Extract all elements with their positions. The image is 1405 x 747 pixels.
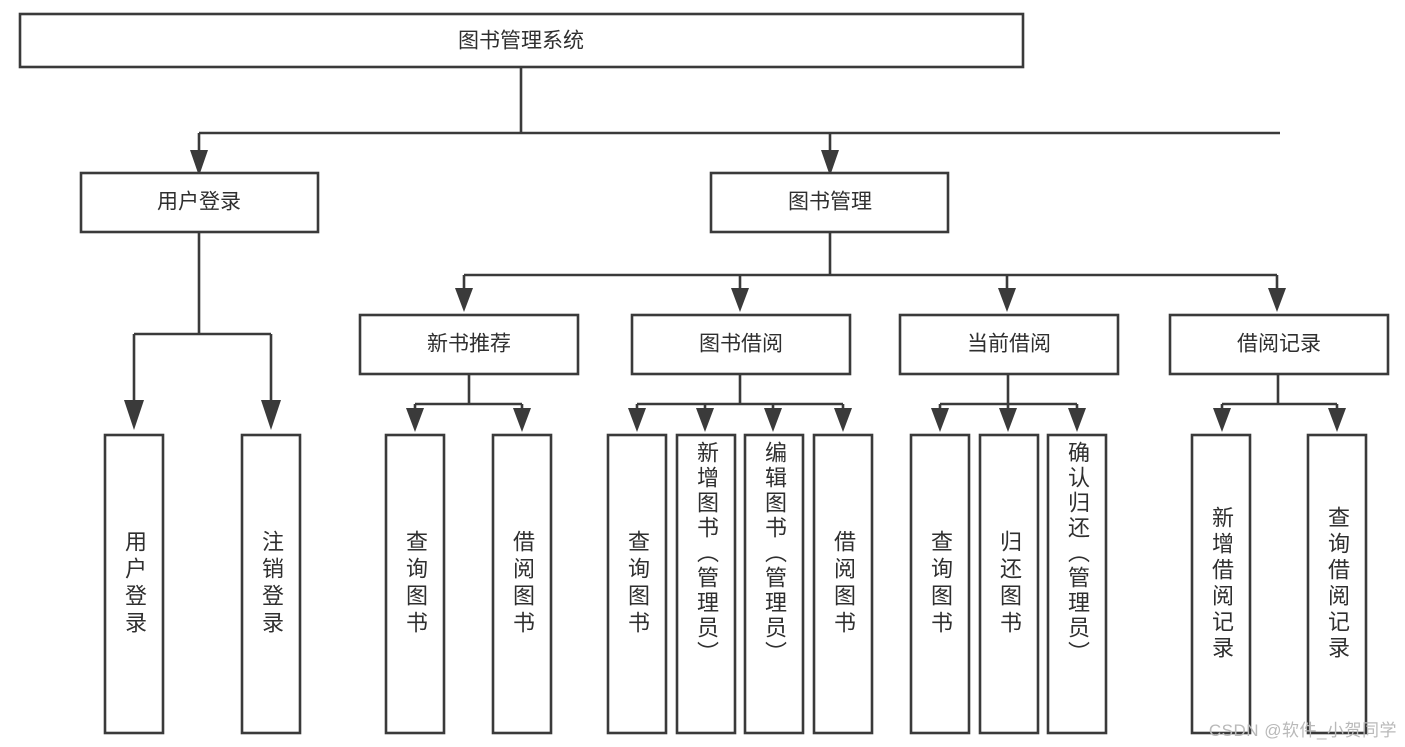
- leaf-user-login-logout-label: 注销登录: [259, 530, 284, 638]
- leaf-bookborrow-add-label: 新增图书（管理员）: [694, 441, 719, 666]
- leaf-borrowrecord-add-label: 新增借阅记录: [1209, 506, 1234, 662]
- node-current-borrow[interactable]: 当前借阅: [898, 313, 1120, 376]
- leaf-user-login-logout-label-wrap: 注销登录: [242, 435, 300, 733]
- leaf-newbook-borrow[interactable]: [491, 433, 553, 735]
- leaf-bookborrow-add[interactable]: [675, 433, 737, 735]
- connector-userlogin-to-leaves: [124, 232, 281, 430]
- leaf-currentborrow-query-label-wrap: 查询图书: [911, 435, 969, 733]
- node-root-system[interactable]: 图书管理系统: [18, 12, 1025, 69]
- node-book-borrow[interactable]: 图书借阅: [630, 313, 852, 376]
- node-borrow-record-label: 借阅记录: [1237, 333, 1321, 356]
- leaf-bookborrow-query-label-wrap: 查询图书: [608, 435, 666, 733]
- leaf-user-login-login-label-wrap: 用户登录: [105, 435, 163, 733]
- leaf-newbook-query[interactable]: [384, 433, 446, 735]
- node-book-management[interactable]: 图书管理: [709, 171, 950, 234]
- leaf-bookborrow-borrow-label-wrap: 借阅图书: [814, 435, 872, 733]
- node-book-management-label: 图书管理: [788, 191, 872, 214]
- leaf-currentborrow-query[interactable]: [909, 433, 971, 735]
- leaf-bookborrow-edit[interactable]: [743, 433, 805, 735]
- leaf-currentborrow-query-label: 查询图书: [928, 530, 953, 638]
- leaf-borrowrecord-query-label: 查询借阅记录: [1325, 506, 1350, 662]
- leaf-newbook-query-label: 查询图书: [403, 530, 428, 638]
- connector-currentborrow-to-leaves: [931, 374, 1086, 432]
- leaf-currentborrow-confirm[interactable]: [1046, 433, 1108, 735]
- leaf-user-login-login-label: 用户登录: [122, 530, 147, 638]
- leaf-newbook-query-label-wrap: 查询图书: [386, 435, 444, 733]
- connector-bookmgmt-to-level3: [455, 232, 1286, 312]
- connector-newbook-to-leaves: [406, 374, 531, 432]
- node-new-book-recommend-label: 新书推荐: [427, 333, 511, 356]
- node-new-book-recommend[interactable]: 新书推荐: [358, 313, 580, 376]
- node-current-borrow-label: 当前借阅: [967, 333, 1051, 356]
- node-borrow-record[interactable]: 借阅记录: [1168, 313, 1390, 376]
- leaf-currentborrow-confirm-label: 确认归还（管理员）: [1065, 441, 1090, 666]
- leaf-bookborrow-edit-label-wrap: 编辑图书（管理员）: [745, 441, 803, 733]
- leaf-currentborrow-return-label: 归还图书: [997, 530, 1022, 638]
- leaf-borrowrecord-query-label-wrap: 查询借阅记录: [1308, 435, 1366, 733]
- connector-root-to-level2: [190, 67, 1280, 176]
- connector-borrowrecord-to-leaves: [1213, 374, 1346, 432]
- leaf-bookborrow-add-label-wrap: 新增图书（管理员）: [677, 441, 735, 733]
- leaf-bookborrow-query[interactable]: [606, 433, 668, 735]
- node-user-login[interactable]: 用户登录: [79, 171, 320, 234]
- node-root-system-label: 图书管理系统: [458, 30, 584, 53]
- leaf-currentborrow-return-label-wrap: 归还图书: [980, 435, 1038, 733]
- leaf-borrowrecord-query[interactable]: [1306, 433, 1368, 735]
- leaf-newbook-borrow-label-wrap: 借阅图书: [493, 435, 551, 733]
- leaf-bookborrow-query-label: 查询图书: [625, 530, 650, 638]
- connector-bookborrow-to-leaves: [628, 374, 852, 432]
- leaf-user-login-logout[interactable]: [240, 433, 302, 735]
- node-user-login-label: 用户登录: [157, 191, 241, 214]
- leaf-bookborrow-edit-label: 编辑图书（管理员）: [762, 441, 787, 666]
- node-book-borrow-label: 图书借阅: [699, 333, 783, 356]
- leaf-newbook-borrow-label: 借阅图书: [510, 530, 535, 638]
- leaf-borrowrecord-add-label-wrap: 新增借阅记录: [1192, 435, 1250, 733]
- leaf-borrowrecord-add[interactable]: [1190, 433, 1252, 735]
- leaf-bookborrow-borrow-label: 借阅图书: [831, 530, 856, 638]
- leaf-currentborrow-confirm-label-wrap: 确认归还（管理员）: [1048, 441, 1106, 733]
- leaf-currentborrow-return[interactable]: [978, 433, 1040, 735]
- leaf-user-login-login[interactable]: [103, 433, 165, 735]
- leaf-bookborrow-borrow[interactable]: [812, 433, 874, 735]
